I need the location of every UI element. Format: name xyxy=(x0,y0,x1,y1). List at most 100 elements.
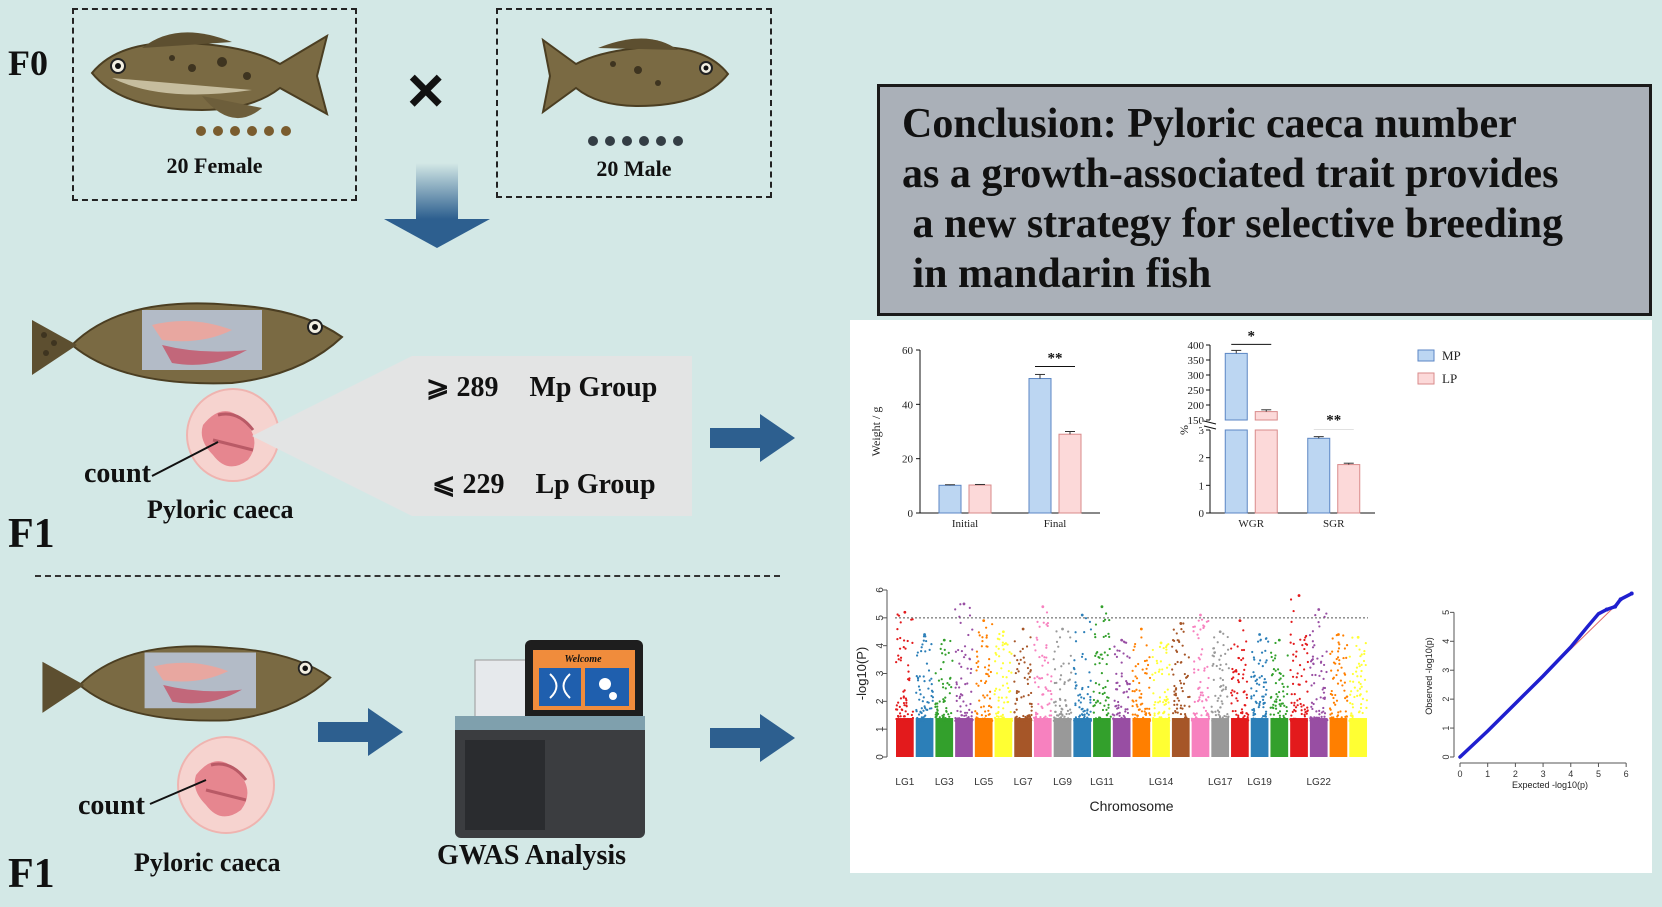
qq-point xyxy=(1629,591,1634,596)
snp-point xyxy=(1029,669,1032,672)
snp-point xyxy=(1224,652,1227,655)
snp-point xyxy=(983,717,986,720)
snp-point xyxy=(1317,716,1321,719)
snp-point xyxy=(1039,716,1042,719)
snp-point xyxy=(1098,683,1101,686)
snp-point xyxy=(1342,656,1345,660)
snp-point xyxy=(1079,701,1082,704)
snp-point xyxy=(1023,719,1026,722)
snp-point xyxy=(1120,672,1123,675)
snp-point xyxy=(1215,664,1218,668)
snp-point xyxy=(1361,697,1365,700)
snp-point xyxy=(1154,701,1157,704)
chromosome-base-lg4 xyxy=(955,718,973,757)
snp-point xyxy=(1212,647,1216,650)
snp-point xyxy=(1309,666,1312,669)
snp-point xyxy=(1294,717,1297,720)
snp-point xyxy=(1221,702,1224,705)
snp-point xyxy=(1360,703,1363,706)
snp-peak xyxy=(1317,608,1321,611)
snp-point xyxy=(897,654,900,657)
snp-point xyxy=(1207,717,1211,720)
snp-point xyxy=(1356,694,1359,697)
snp-point xyxy=(916,716,919,720)
snp-point xyxy=(941,686,945,689)
snp-point xyxy=(1346,699,1349,702)
snp-point xyxy=(1017,717,1021,720)
snp-point xyxy=(1341,719,1344,722)
snp-point xyxy=(1318,625,1321,628)
snp-point xyxy=(1118,649,1121,652)
snp-point xyxy=(1128,719,1131,722)
snp-point xyxy=(1225,717,1228,721)
snp-point xyxy=(1273,700,1276,703)
snp-point xyxy=(1155,659,1158,662)
snp-point xyxy=(1026,666,1030,670)
snp-point xyxy=(896,613,899,616)
snp-point xyxy=(931,690,934,693)
snp-point xyxy=(1162,712,1165,715)
snp-point xyxy=(1236,692,1239,695)
y-tick-label: 300 xyxy=(1188,370,1205,382)
snp-point xyxy=(1241,677,1244,680)
snp-point xyxy=(1219,677,1222,680)
snp-point xyxy=(1251,708,1254,711)
snp-point xyxy=(1262,706,1265,709)
snp-point xyxy=(1107,712,1110,715)
snp-point xyxy=(904,697,908,700)
snp-point xyxy=(902,690,905,693)
snp-point xyxy=(1083,631,1086,634)
snp-point xyxy=(1223,714,1226,718)
y-tick-label: 5 xyxy=(1441,610,1451,615)
snp-point xyxy=(1207,696,1210,699)
snp-point xyxy=(1337,650,1340,653)
snp-point xyxy=(1219,663,1222,666)
snp-point xyxy=(1143,710,1146,713)
snp-point xyxy=(1213,636,1216,639)
snp-point xyxy=(1197,668,1200,671)
snp-point xyxy=(1132,719,1135,722)
snp-point xyxy=(987,664,991,667)
snp-point xyxy=(1046,624,1049,628)
snp-point xyxy=(1093,633,1097,636)
snp-point xyxy=(1151,673,1154,676)
snp-point xyxy=(1260,651,1264,654)
snp-point xyxy=(1255,682,1259,685)
qq-point xyxy=(1618,597,1623,602)
snp-point xyxy=(1361,718,1364,721)
snp-point xyxy=(1001,713,1004,716)
snp-point xyxy=(1145,707,1149,710)
snp-point xyxy=(1138,719,1141,722)
snp-point xyxy=(1089,710,1092,713)
chromosome-lg3 xyxy=(934,638,954,757)
snp-point xyxy=(1277,711,1280,715)
snp-point xyxy=(948,692,951,695)
snp-point xyxy=(1251,650,1254,654)
snp-point xyxy=(1196,699,1200,703)
snp-point xyxy=(1176,697,1179,700)
snp-point xyxy=(1081,707,1084,710)
snp-point xyxy=(964,683,967,686)
snp-point xyxy=(925,639,928,643)
snp-point xyxy=(1043,656,1046,659)
x-tick-label: LG7 xyxy=(1014,777,1033,788)
snp-point xyxy=(1067,679,1070,682)
snp-point xyxy=(1113,653,1117,656)
snp-point xyxy=(1148,712,1151,715)
snp-point xyxy=(1045,623,1048,626)
snp-point xyxy=(911,641,914,644)
snp-point xyxy=(920,718,923,721)
snp-point xyxy=(1296,699,1299,702)
snp-point xyxy=(899,697,903,700)
snp-point xyxy=(923,680,926,683)
chromosome-base-lg15 xyxy=(1171,718,1190,757)
chromosome-base-lg16 xyxy=(1191,718,1210,757)
snp-point xyxy=(1023,661,1026,664)
snp-point xyxy=(989,690,992,693)
snp-point xyxy=(1041,654,1044,657)
snp-point xyxy=(1282,695,1285,698)
snp-point xyxy=(1303,715,1306,718)
snp-point xyxy=(1097,655,1100,659)
snp-point xyxy=(988,713,991,716)
snp-peak xyxy=(1120,638,1124,642)
